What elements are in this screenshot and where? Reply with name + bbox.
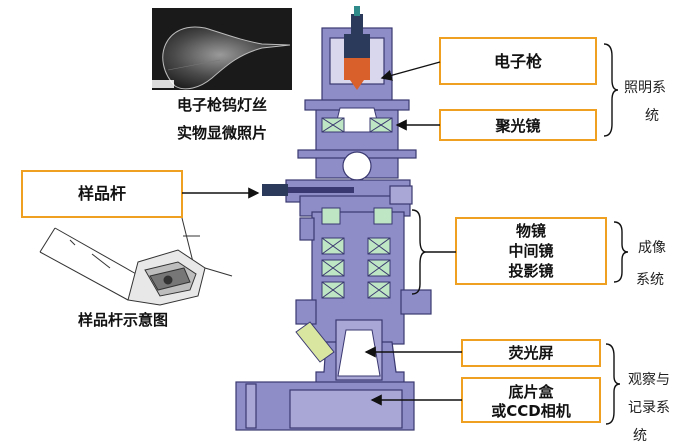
filament-caption-line2: 实物显微照片 — [177, 124, 267, 142]
objective-label: 物镜 — [516, 222, 546, 240]
observation-brace — [605, 343, 621, 425]
microscope-column — [235, 27, 432, 431]
condenser-label: 聚光镜 — [494, 117, 540, 135]
sample-holder-box — [21, 170, 183, 218]
electron-gun-box — [439, 37, 597, 85]
filament-photo — [152, 8, 292, 90]
screen-box — [461, 339, 601, 367]
lens-stack-bracket — [411, 209, 427, 295]
fluorescent-screen — [337, 329, 381, 377]
condenser-lenses — [321, 117, 393, 133]
electron-gun-body — [344, 6, 370, 90]
observation-group-label-line1: 观察与 — [628, 371, 670, 388]
electron-gun-label: 电子枪 — [494, 52, 542, 71]
arrow-electron-gun — [380, 61, 441, 81]
observation-group-label-line2: 记录系 — [628, 400, 670, 416]
illumination-brace — [603, 43, 619, 137]
observation-group-label-line3: 统 — [633, 428, 647, 444]
filament-caption-line1: 电子枪钨灯丝 — [177, 96, 267, 114]
projector-label: 投影镜 — [508, 262, 553, 280]
imaging-lens-box — [455, 217, 607, 285]
sample-holder-label: 样品杆 — [78, 184, 126, 203]
illumination-group-label-line2: 统 — [645, 108, 659, 124]
camera-box — [461, 377, 601, 423]
camera-label-line1: 底片盒 — [508, 383, 554, 401]
imaging-group-label-line1: 成像 — [638, 240, 666, 256]
holder-rod — [262, 184, 354, 196]
imaging-brace — [613, 221, 629, 283]
intermediate-label: 中间镜 — [508, 242, 553, 260]
camera-label-line2: 或CCD相机 — [491, 402, 570, 420]
condenser-box — [439, 109, 597, 141]
holder-caption: 样品杆示意图 — [78, 311, 168, 329]
illumination-group-label-line1: 照明系 — [624, 80, 666, 96]
side-port — [295, 321, 335, 363]
sample-holder-sketch — [39, 209, 233, 306]
imaging-lenses — [321, 207, 393, 299]
screen-label: 荧光屏 — [508, 344, 553, 362]
imaging-group-label-line2: 系统 — [636, 272, 664, 288]
